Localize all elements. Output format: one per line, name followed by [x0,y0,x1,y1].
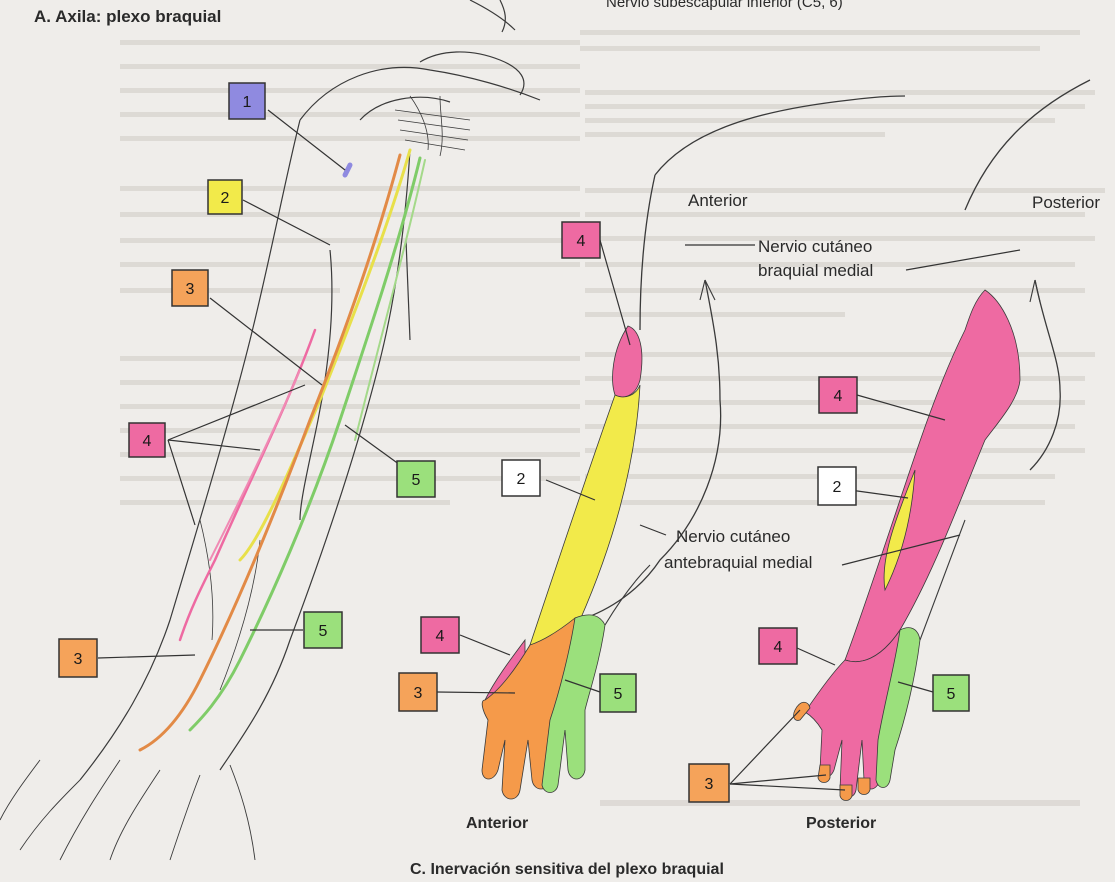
nerve-green-median [355,160,425,440]
svg-text:4: 4 [436,628,445,645]
svg-text:4: 4 [577,233,586,250]
label-cutaneo-antebraquial-line1: Nervio cutáneo [676,527,790,546]
marker-5: 5 [304,612,342,648]
label-cutaneo-braquial-line2: braquial medial [758,261,873,280]
marker-4: 4 [562,222,600,258]
svg-text:5: 5 [947,686,956,703]
marker-4: 4 [759,628,797,664]
svg-text:5: 5 [614,686,623,703]
svg-text:2: 2 [517,471,526,488]
svg-text:4: 4 [143,433,152,450]
svg-text:3: 3 [74,651,83,668]
view-label-posterior-bottom: Posterior [806,815,876,832]
view-label-anterior-top: Anterior [688,191,748,210]
header-fragment: Nervio subescapular inferior (C5, 6) [606,0,843,11]
marker-3: 3 [172,270,208,306]
marker-3: 3 [399,673,437,711]
svg-text:3: 3 [414,685,423,702]
label-cutaneo-antebraquial-line2: antebraquial medial [664,553,812,572]
svg-text:1: 1 [243,94,252,111]
marker-2: 2 [208,180,242,214]
marker-5: 5 [397,461,435,497]
svg-text:5: 5 [412,472,421,489]
svg-text:4: 4 [774,639,783,656]
marker-5: 5 [600,674,636,712]
svg-text:2: 2 [833,479,842,496]
view-label-posterior-top: Posterior [1032,193,1100,212]
label-cutaneo-braquial-line1: Nervio cutáneo [758,237,872,256]
svg-text:4: 4 [834,388,843,405]
nerve-pink-cutaneous-2 [210,370,300,560]
marker-3: 3 [59,639,97,677]
svg-text:3: 3 [186,281,195,298]
marker-4: 4 [819,377,857,413]
marker-4: 4 [421,617,459,653]
marker-5: 5 [933,675,969,711]
section-title: A. Axila: plexo braquial [34,7,221,26]
figure-caption: C. Inervación sensitiva del plexo braqui… [410,861,724,878]
svg-text:5: 5 [319,623,328,640]
svg-text:3: 3 [705,776,714,793]
marker-3: 3 [689,764,729,802]
marker-2: 2 [502,460,540,496]
nerve-purple [345,165,350,175]
svg-text:2: 2 [221,190,230,207]
marker-2: 2 [818,467,856,505]
view-label-anterior-bottom: Anterior [466,815,528,832]
marker-4: 4 [129,423,165,457]
marker-1: 1 [229,83,265,119]
